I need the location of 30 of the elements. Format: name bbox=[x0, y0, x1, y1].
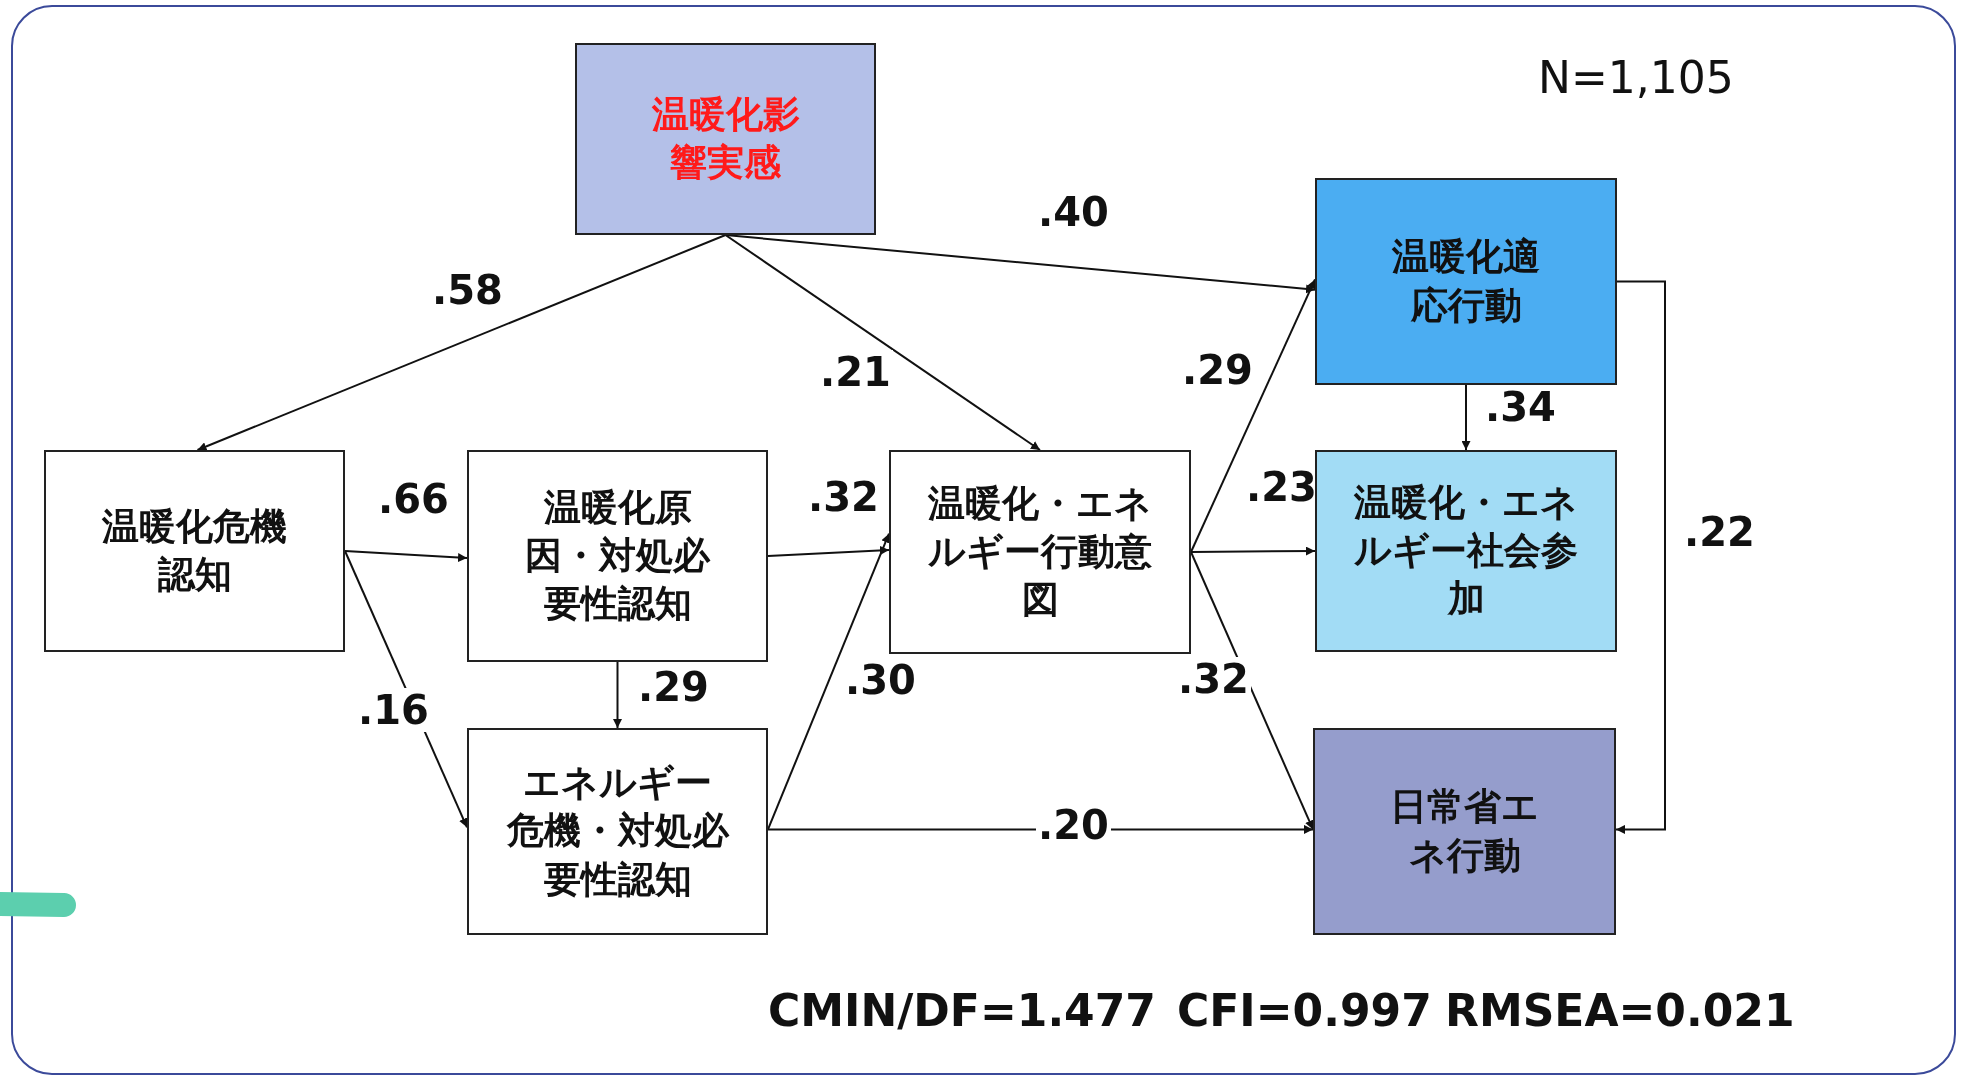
node-label: 温暖化・エネルギー社会参加 bbox=[1353, 479, 1579, 623]
variable-box bbox=[1313, 728, 1616, 935]
arrow bbox=[767, 545, 890, 557]
arrow bbox=[1190, 546, 1316, 556]
fit-index: RMSEA=0.021 bbox=[1445, 985, 1795, 1036]
variable-box bbox=[889, 450, 1191, 654]
arrow bbox=[344, 550, 468, 563]
node-label: 温暖化危機認知 bbox=[101, 503, 288, 598]
arrow bbox=[724, 234, 1041, 451]
arrow bbox=[1615, 280, 1666, 834]
node-label: 温暖化・エネルギー行動意図 bbox=[927, 480, 1153, 624]
variable-box bbox=[44, 450, 345, 652]
arrow bbox=[613, 661, 622, 729]
node-label: 温暖化影響実感 bbox=[650, 91, 801, 186]
arrow bbox=[1461, 384, 1471, 451]
node-label: 日常省エネ行動 bbox=[1389, 784, 1540, 879]
variable-box bbox=[1315, 450, 1617, 652]
arrow bbox=[196, 234, 727, 451]
variable-box bbox=[467, 728, 768, 935]
sample-size-note: N=1,105 bbox=[1538, 52, 1734, 103]
fit-index: CFI=0.997 bbox=[1177, 985, 1432, 1036]
arrow bbox=[1190, 551, 1314, 831]
node-label: 温暖化原因・対処必要性認知 bbox=[524, 484, 712, 628]
fit-index: CMIN/DF=1.477 bbox=[768, 985, 1156, 1036]
node-label: 温暖化適応行動 bbox=[1391, 234, 1541, 329]
variable-box bbox=[1315, 178, 1617, 385]
arrow bbox=[1190, 278, 1316, 553]
variable-box bbox=[575, 43, 876, 235]
node-label: エネルギー危機・対処必要性認知 bbox=[505, 760, 730, 903]
variable-box bbox=[467, 450, 768, 662]
